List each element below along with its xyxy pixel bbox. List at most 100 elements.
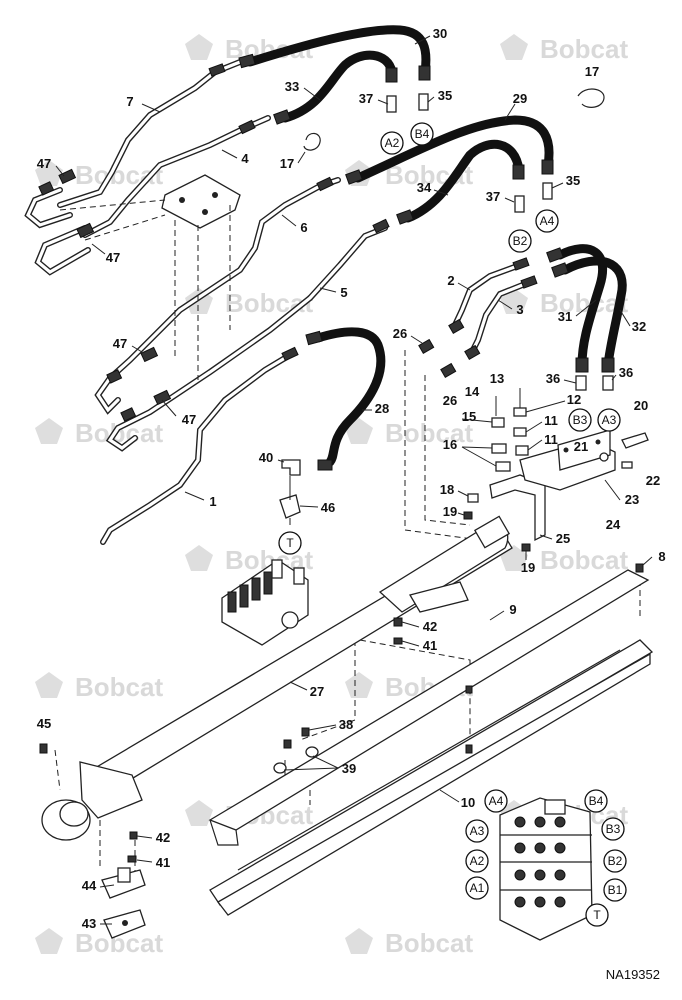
port-label: B3	[573, 413, 588, 427]
port-label: T	[593, 908, 601, 922]
hose-32	[551, 256, 627, 373]
part-number-19: 19	[521, 560, 535, 575]
port-a3-valve: A3	[465, 819, 489, 843]
part-number-39: 39	[342, 761, 356, 776]
port-t-mid: T	[278, 531, 302, 555]
part-number-14: 14	[465, 384, 480, 399]
bracket-assembly	[463, 388, 649, 552]
part-number-17: 17	[585, 64, 599, 79]
hose-29	[345, 115, 554, 185]
hose-30	[238, 25, 431, 81]
part-number-21: 21	[574, 439, 588, 454]
part-number-6: 6	[300, 220, 307, 235]
port-a4-valve: A4	[484, 789, 508, 813]
bolts-38-39	[273, 685, 473, 774]
watermark-logo-2: Bobcat	[500, 34, 628, 64]
watermark-text: Bobcat	[75, 672, 163, 702]
part-number-11: 11	[544, 413, 558, 428]
hose-33	[273, 50, 398, 125]
port-label: A2	[470, 854, 485, 868]
part-number-30: 30	[433, 26, 447, 41]
watermark-text: Bobcat	[385, 418, 473, 448]
part-number-47: 47	[106, 250, 120, 265]
part-number-45: 45	[37, 716, 51, 731]
tube-47-left-loops	[24, 187, 91, 276]
part-number-31: 31	[558, 309, 572, 324]
part-number-15: 15	[462, 409, 476, 424]
part-number-23: 23	[625, 492, 639, 507]
part-number-36: 36	[546, 371, 560, 386]
part-number-35: 35	[438, 88, 452, 103]
port-label: B4	[415, 127, 430, 141]
mounting-bracket-upper	[161, 174, 241, 229]
watermark-logo-7: Bobcat	[35, 418, 163, 448]
part-number-12: 12	[567, 392, 581, 407]
port-circle	[484, 789, 508, 813]
part-number-27: 27	[310, 684, 324, 699]
watermark-text: Bobcat	[225, 288, 313, 318]
hose-34	[396, 139, 525, 225]
part-number-36: 36	[619, 365, 633, 380]
cylinder-27	[39, 515, 513, 863]
part-number-32: 32	[632, 319, 646, 334]
port-circle	[465, 849, 489, 873]
part-number-16: 16	[443, 437, 457, 452]
port-label: T	[286, 536, 294, 550]
part-number-26: 26	[393, 326, 407, 341]
clip-17-right	[577, 88, 605, 108]
watermark-logo-8: Bobcat	[345, 418, 473, 448]
part-number-44: 44	[82, 878, 97, 893]
watermark-logo-16: Bobcat	[345, 928, 473, 958]
port-b4-valve: B4	[584, 789, 608, 813]
port-label: B2	[608, 854, 623, 868]
watermark-text: Bobcat	[540, 545, 628, 575]
part-number-25: 25	[556, 531, 570, 546]
port-a2-valve: A2	[465, 849, 489, 873]
port-b3-valve: B3	[601, 817, 625, 841]
control-valve-detail	[499, 797, 593, 941]
port-circle	[601, 817, 625, 841]
port-circle	[508, 229, 532, 253]
part-number-13: 13	[490, 371, 504, 386]
part-number-46: 46	[321, 500, 335, 515]
cover-plate-10	[209, 639, 654, 916]
part-number-2: 2	[447, 273, 454, 288]
port-circle	[603, 849, 627, 873]
part-number-10: 10	[461, 795, 475, 810]
part-number-41: 41	[423, 638, 437, 653]
part-number-9: 9	[509, 602, 516, 617]
port-label: A1	[470, 881, 485, 895]
part-number-47: 47	[182, 412, 196, 427]
part-number-37: 37	[486, 189, 500, 204]
part-number-34: 34	[417, 180, 432, 195]
part-number-37: 37	[359, 91, 373, 106]
port-b4-top: B4	[410, 122, 434, 146]
tube-6	[94, 177, 341, 415]
tube-3	[469, 279, 533, 355]
part-number-35: 35	[566, 173, 580, 188]
watermark-logo-15: Bobcat	[35, 928, 163, 958]
port-circle	[603, 878, 627, 902]
port-circle	[585, 903, 609, 927]
port-circle	[465, 876, 489, 900]
drawing-number: NA19352	[605, 967, 660, 982]
part-number-33: 33	[285, 79, 299, 94]
part-number-3: 3	[516, 302, 523, 317]
port-label: B4	[589, 794, 604, 808]
feet-43-44	[101, 867, 146, 939]
fittings-40-46	[279, 459, 301, 519]
port-label: A3	[602, 413, 617, 427]
port-b2-valve: B2	[603, 849, 627, 873]
part-number-4: 4	[241, 151, 249, 166]
part-number-22: 22	[646, 473, 660, 488]
port-label: A4	[540, 214, 555, 228]
port-label: A4	[489, 794, 504, 808]
part-number-24: 24	[606, 517, 621, 532]
watermark-logo-10: Bobcat	[500, 545, 628, 575]
port-circle	[380, 131, 404, 155]
cover-plate-9	[208, 563, 650, 846]
hose-31	[546, 244, 608, 373]
port-a3-mid: A3	[597, 408, 621, 432]
